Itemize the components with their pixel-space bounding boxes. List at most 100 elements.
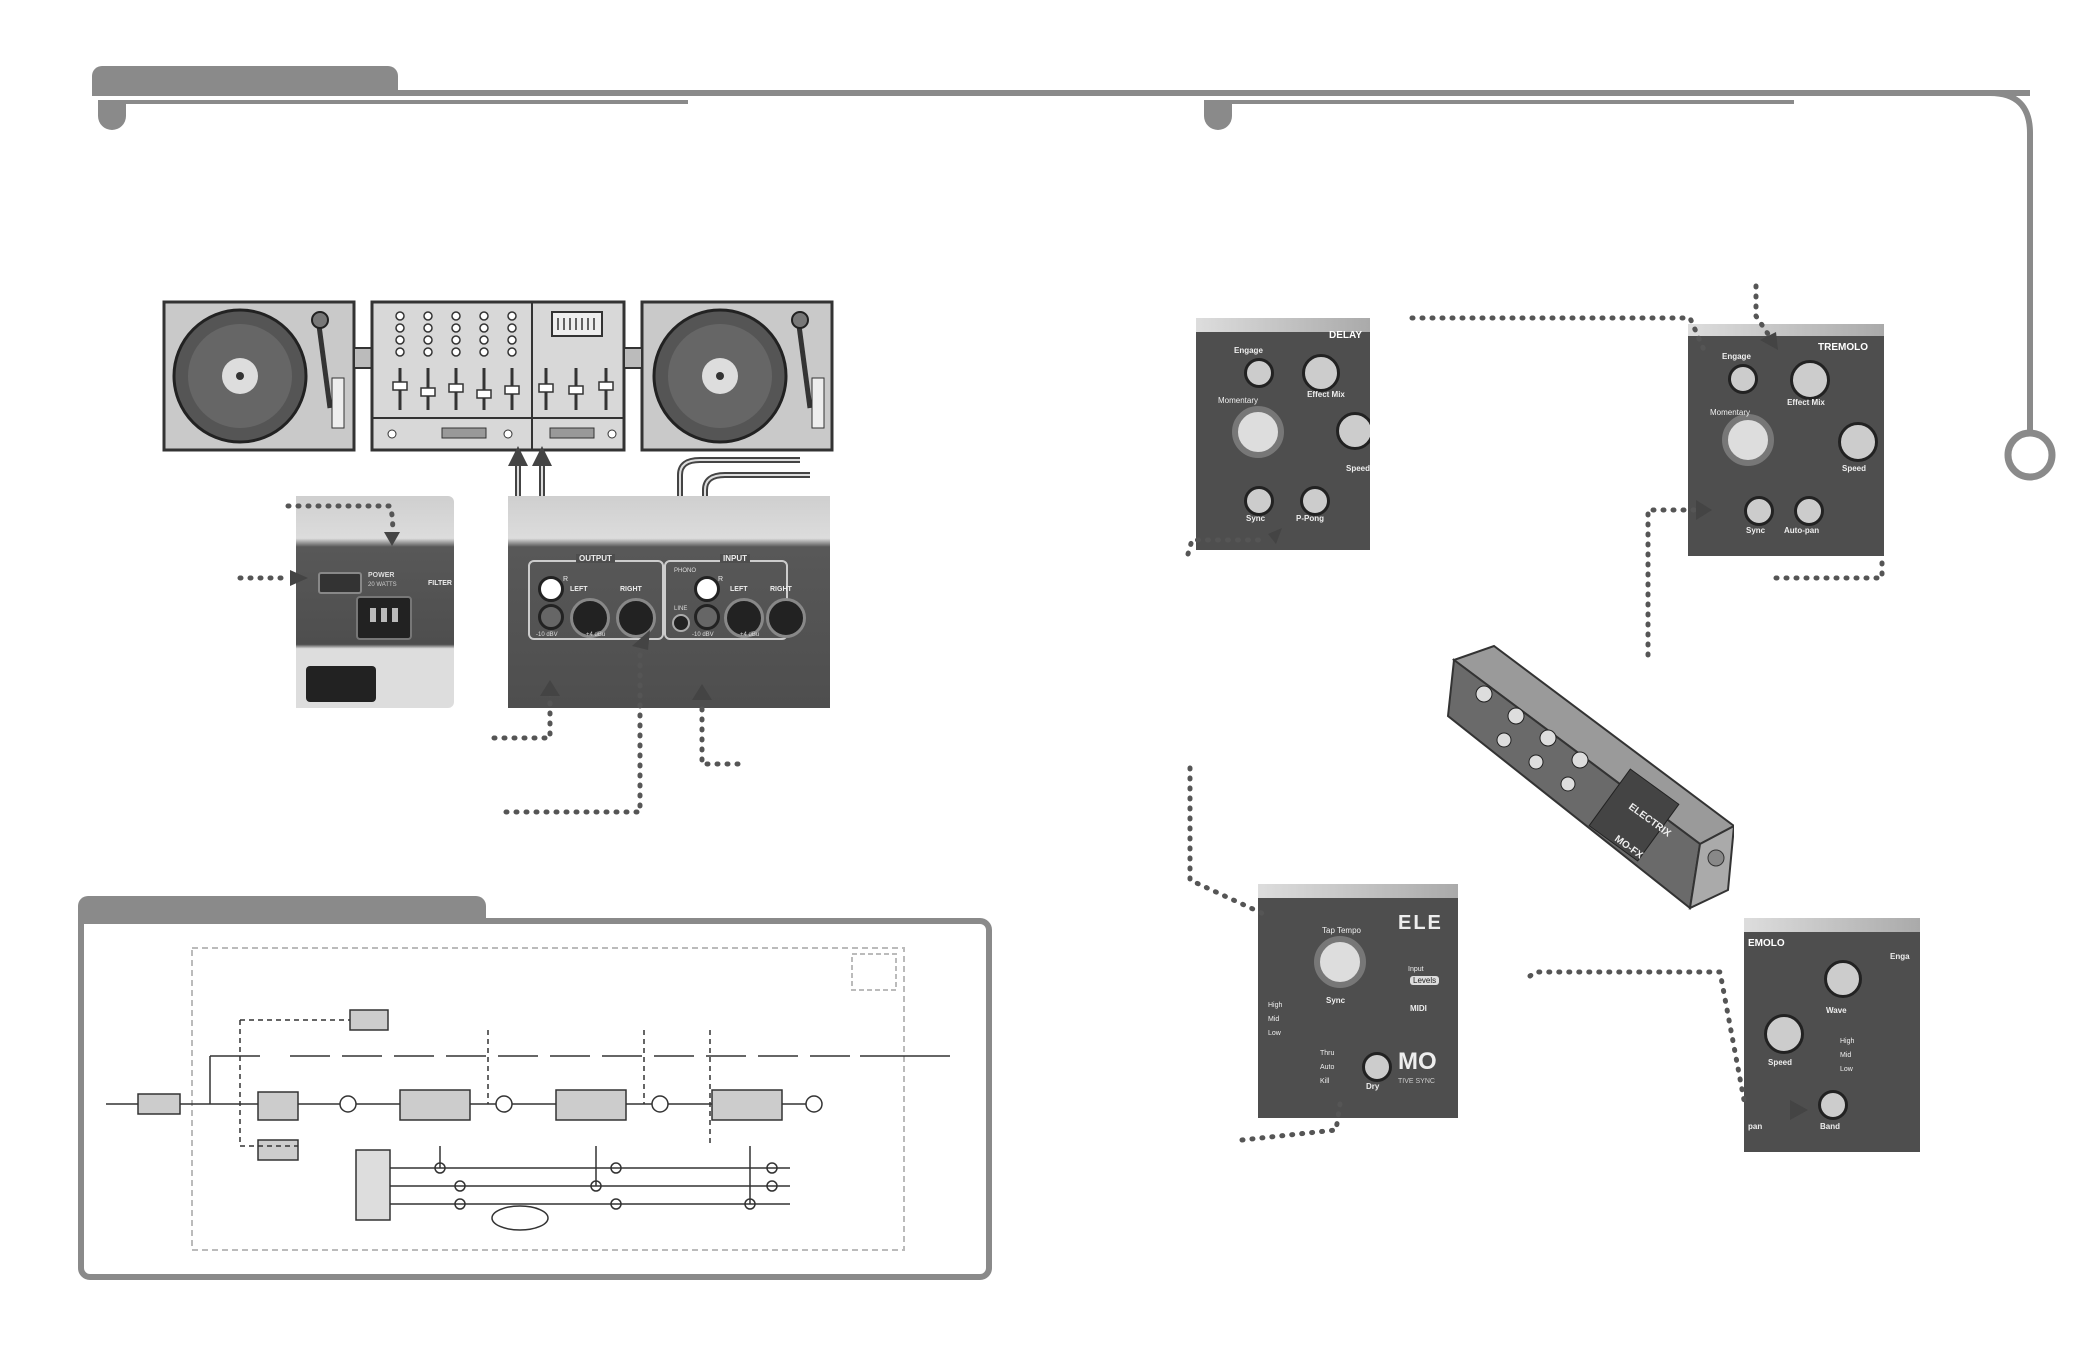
tap-kill-label: Kill bbox=[1320, 1078, 1330, 1085]
tap-midi-label: MIDI bbox=[1410, 1004, 1427, 1013]
band-button[interactable] bbox=[1818, 1090, 1848, 1120]
phono-line-switch[interactable] bbox=[672, 614, 690, 632]
tremolo-title: TREMOLO bbox=[1818, 342, 1868, 353]
band-speed-knob[interactable] bbox=[1764, 1014, 1804, 1054]
tremolo-autopan-button[interactable] bbox=[1794, 496, 1824, 526]
signal-flow-box bbox=[78, 918, 992, 1280]
top-rule bbox=[92, 90, 2030, 96]
tremolo-band-panel-photo: EMOLO Enga Wave Speed High Mid Low Band … bbox=[1744, 918, 1920, 1152]
delay-ppong-label: P-Pong bbox=[1296, 514, 1324, 523]
output-rca-left[interactable] bbox=[538, 604, 564, 630]
input-label: INPUT bbox=[720, 554, 750, 563]
corner-ring-icon bbox=[2004, 429, 2056, 481]
left-bullet bbox=[98, 102, 126, 130]
input-10dbv: -10 dBV bbox=[692, 632, 714, 638]
output-label: OUTPUT bbox=[576, 554, 615, 563]
output-10dbv: -10 dBV bbox=[536, 632, 558, 638]
band-wave-knob[interactable] bbox=[1824, 960, 1862, 998]
tap-dry-label: Dry bbox=[1366, 1082, 1380, 1091]
tremolo-engage-label: Engage bbox=[1722, 352, 1751, 361]
band-label: Band bbox=[1820, 1122, 1840, 1131]
delay-speed-knob[interactable] bbox=[1336, 412, 1370, 450]
input-right-label: RIGHT bbox=[770, 586, 792, 593]
band-engage-label: Enga bbox=[1890, 952, 1910, 961]
filter-label: FILTER bbox=[428, 580, 452, 587]
tap-mid-label: Mid bbox=[1268, 1016, 1280, 1023]
power-switch[interactable] bbox=[318, 572, 362, 594]
delay-ppong-button[interactable] bbox=[1300, 486, 1330, 516]
tremolo-sync-button[interactable] bbox=[1744, 496, 1774, 526]
delay-panel-photo: DELAY Engage Effect Mix Momentary Speed … bbox=[1196, 318, 1370, 550]
tap-brand: ELE bbox=[1398, 912, 1443, 934]
tremolo-momentary-button[interactable] bbox=[1722, 414, 1774, 466]
tremolo-panel-photo: TREMOLO Engage Effect Mix Momentary Spee… bbox=[1688, 324, 1884, 556]
output-right-label: RIGHT bbox=[620, 586, 642, 593]
output-r-label: R bbox=[563, 576, 569, 583]
input-rca-right[interactable] bbox=[694, 576, 720, 602]
delay-speed-label: Speed bbox=[1346, 464, 1370, 473]
tap-tempo-button[interactable] bbox=[1314, 936, 1366, 988]
band-wave-label: Wave bbox=[1826, 1006, 1847, 1015]
tremolo-autopan-label: Auto-pan bbox=[1784, 526, 1820, 535]
watts-label: 20 WATTS bbox=[368, 582, 397, 588]
tap-sync-label: Sync bbox=[1326, 996, 1346, 1005]
tremolo-effect-mix-label: Effect Mix bbox=[1787, 398, 1825, 407]
delay-title: DELAY bbox=[1329, 330, 1362, 341]
tap-input-label: Input bbox=[1408, 966, 1424, 973]
delay-engage-button[interactable] bbox=[1244, 358, 1274, 388]
mo-fx-device-photo: ELECTRIX MO-FX bbox=[1446, 644, 1734, 910]
rear-io-panel-photo: OUTPUT INPUT R LEFT RIGHT -10 dBV +4 dBu… bbox=[508, 496, 830, 708]
input-right-jack[interactable] bbox=[766, 598, 806, 638]
left-section-tab bbox=[92, 66, 398, 90]
delay-effect-mix-knob[interactable] bbox=[1302, 354, 1340, 392]
left-sub-rule bbox=[98, 100, 688, 104]
tap-tagline: TIVE SYNC bbox=[1398, 1078, 1435, 1085]
band-mid-label: Mid bbox=[1840, 1052, 1852, 1059]
input-left-jack[interactable] bbox=[724, 598, 764, 638]
output-left-label: LEFT bbox=[570, 586, 588, 593]
input-left-label: LEFT bbox=[730, 586, 748, 593]
tremolo-speed-knob[interactable] bbox=[1838, 422, 1878, 462]
delay-effect-mix-label: Effect Mix bbox=[1307, 390, 1345, 399]
input-4dbu: +4 dBu bbox=[740, 632, 760, 638]
tap-auto-label: Auto bbox=[1320, 1064, 1335, 1071]
delay-momentary-button[interactable] bbox=[1232, 406, 1284, 458]
band-title: EMOLO bbox=[1748, 938, 1785, 949]
tap-levels-label: Levels bbox=[1410, 976, 1440, 985]
tap-high-label: High bbox=[1268, 1002, 1283, 1009]
tap-tempo-label: Tap Tempo bbox=[1322, 926, 1361, 935]
tremolo-engage-button[interactable] bbox=[1728, 364, 1758, 394]
power-panel-photo: POWER 20 WATTS FILTER bbox=[296, 496, 454, 708]
power-label: POWER bbox=[368, 572, 395, 579]
output-left-jack[interactable] bbox=[570, 598, 610, 638]
phono-label: PHONO bbox=[674, 568, 697, 574]
tremolo-sync-label: Sync bbox=[1746, 526, 1766, 535]
band-high-label: High bbox=[1840, 1038, 1855, 1045]
diagram-tab bbox=[78, 896, 486, 920]
tap-low-label: Low bbox=[1268, 1030, 1281, 1037]
band-low-label: Low bbox=[1840, 1066, 1853, 1073]
output-right-jack[interactable] bbox=[616, 598, 656, 638]
delay-sync-button[interactable] bbox=[1244, 486, 1274, 516]
tap-thru-label: Thru bbox=[1320, 1050, 1335, 1057]
right-bullet bbox=[1204, 102, 1232, 130]
tap-tempo-panel-photo: ELE Tap Tempo Sync Input Levels MIDI Hig… bbox=[1258, 884, 1458, 1118]
band-speed-label: Speed bbox=[1768, 1058, 1793, 1067]
tap-dry-button[interactable] bbox=[1362, 1052, 1392, 1082]
tremolo-effect-mix-knob[interactable] bbox=[1790, 360, 1830, 400]
output-rca-right[interactable] bbox=[538, 576, 564, 602]
delay-sync-label: Sync bbox=[1246, 514, 1266, 523]
dj-setup-illustration bbox=[162, 300, 834, 452]
signal-flow-diagram bbox=[106, 947, 950, 1251]
iec-power-socket[interactable] bbox=[356, 596, 412, 640]
input-r-label: R bbox=[718, 576, 724, 583]
tap-model: MO bbox=[1398, 1048, 1437, 1075]
right-sub-rule bbox=[1204, 100, 1794, 104]
input-rca-left[interactable] bbox=[694, 604, 720, 630]
band-pan-label: pan bbox=[1748, 1122, 1763, 1131]
delay-momentary-label: Momentary bbox=[1218, 396, 1259, 405]
delay-engage-label: Engage bbox=[1234, 346, 1263, 355]
